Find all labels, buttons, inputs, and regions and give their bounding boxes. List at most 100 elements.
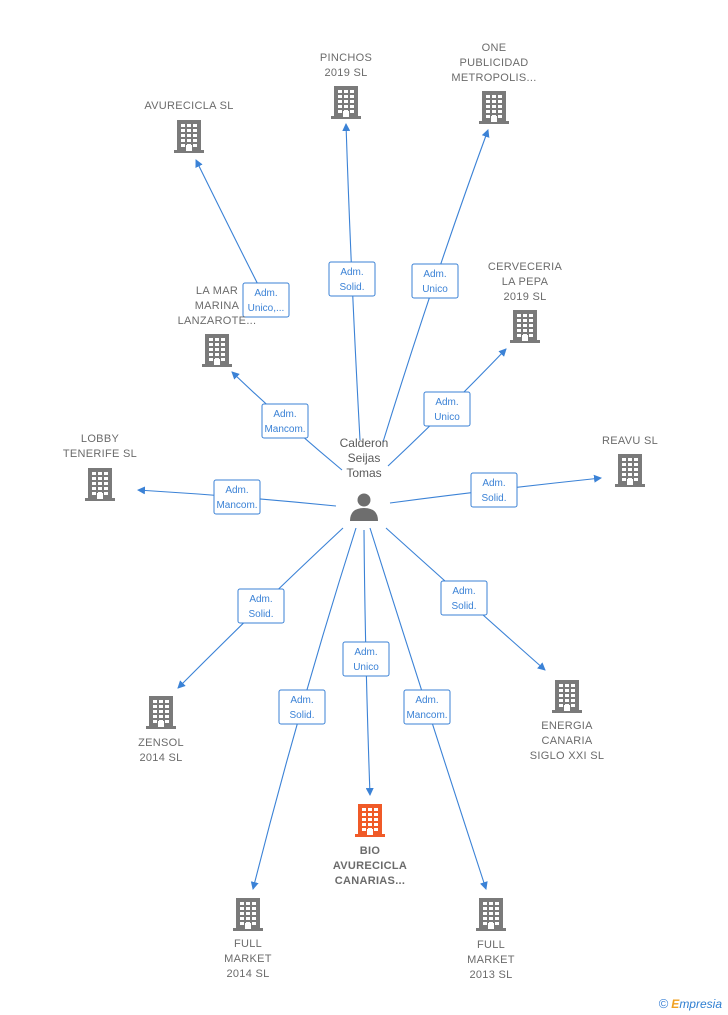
company-name-line: 2019 SL — [503, 291, 546, 303]
building-icon — [174, 120, 204, 153]
company-name-line: LA MAR — [196, 285, 238, 297]
company-name-line: REAVU SL — [602, 435, 658, 447]
relation-label-text: Adm. — [249, 594, 272, 605]
relation-label-box[interactable] — [278, 689, 326, 725]
relation-label-text: Adm. — [452, 586, 475, 597]
company-name-line: FULL — [234, 938, 262, 950]
company-name-line: ONE — [482, 42, 507, 54]
company-name-line: ENERGIA — [541, 720, 593, 732]
relation-edge-lobby[interactable]: Adm. Mancom. — [137, 479, 337, 515]
company-node-bio[interactable]: BIO AVURECICLA CANARIAS... — [333, 804, 407, 887]
relation-edge-cerveceria[interactable]: Adm. Unico — [387, 348, 507, 467]
building-icon — [552, 680, 582, 713]
relation-edge-reavu[interactable]: Adm. Solid. — [389, 472, 602, 508]
person-name-line: Seijas — [348, 451, 381, 465]
relation-edge-lamar[interactable]: Adm.Mancom. — [231, 371, 343, 471]
building-icon — [476, 898, 506, 931]
relation-label-box[interactable] — [261, 403, 309, 439]
building-icon — [510, 310, 540, 343]
company-name-line: 2014 SL — [139, 752, 182, 764]
company-name-line: MARINA — [195, 300, 240, 312]
brand-logo-initial: E — [671, 997, 680, 1011]
relation-label-box[interactable] — [237, 588, 285, 624]
company-name-line: SIGLO XXI SL — [530, 750, 605, 762]
relation-edge-zensol[interactable]: Adm. Solid. — [177, 527, 344, 689]
company-node-pinchos[interactable]: PINCHOS 2019 SL — [320, 52, 372, 119]
relation-label-text: Mancom. — [216, 500, 257, 511]
company-node-fm2014[interactable]: FULL MARKET 2014 SL — [224, 898, 272, 980]
company-name-line: AVURECICLA SL — [144, 100, 233, 112]
relation-edge-energia[interactable]: Adm.Solid. — [385, 527, 546, 671]
building-icon — [615, 454, 645, 487]
relation-label-box[interactable] — [470, 472, 518, 508]
building-icon — [331, 86, 361, 119]
copyright-icon: © — [658, 996, 669, 1011]
company-node-lamar[interactable]: LA MAR MARINA LANZAROTE... — [178, 285, 257, 367]
company-name-line: LOBBY — [81, 433, 120, 445]
relation-label-box[interactable] — [242, 282, 290, 318]
company-node-reavu[interactable]: REAVU SL — [602, 435, 658, 487]
relation-label-box[interactable] — [328, 261, 376, 297]
company-node-avurecicla[interactable]: AVURECICLA SL — [144, 100, 233, 153]
relation-label-box[interactable] — [411, 263, 459, 299]
person-icon — [350, 493, 378, 521]
relation-edge-fm2014[interactable]: Adm. Solid. — [250, 527, 357, 890]
company-name-line: LA PEPA — [502, 276, 549, 288]
company-name-line: 2019 SL — [324, 67, 367, 79]
building-icon — [479, 91, 509, 124]
relation-label-text: Mancom. — [406, 710, 447, 721]
person-name-line: Calderon — [340, 436, 389, 450]
relation-edge-avurecicla[interactable]: Adm.Unico,... — [195, 159, 290, 318]
relation-label-text: Solid. — [339, 282, 364, 293]
relation-label-box[interactable] — [440, 580, 488, 616]
building-icon — [355, 804, 385, 837]
relation-label-box[interactable] — [403, 689, 451, 725]
company-name-line: AVURECICLA — [333, 860, 407, 872]
company-name-line: ZENSOL — [138, 737, 184, 749]
company-name-line: CERVECERIA — [488, 261, 563, 273]
company-name-line: CANARIAS... — [335, 875, 406, 887]
building-icon — [202, 334, 232, 367]
relation-label-text: Adm. — [273, 409, 296, 420]
relation-edge-fm2013[interactable]: Adm. Mancom. — [369, 527, 488, 890]
building-icon — [233, 898, 263, 931]
relation-label-text: Adm. — [435, 397, 458, 408]
company-name-line: LANZAROTE... — [178, 315, 257, 327]
company-name-line: MARKET — [467, 954, 515, 966]
company-name-line: MARKET — [224, 953, 272, 965]
footer-brand: ©Empresia — [659, 996, 722, 1011]
relation-label-box[interactable] — [423, 391, 471, 427]
company-node-cerveceria[interactable]: CERVECERIA LA PEPA 2019 SL — [488, 261, 563, 343]
relation-label-text: Solid. — [289, 710, 314, 721]
relation-label-text: Solid. — [481, 493, 506, 504]
company-name-line: METROPOLIS... — [451, 72, 536, 84]
relation-label-text: Adm. — [415, 695, 438, 706]
relation-label-box[interactable] — [213, 479, 261, 515]
relation-edge-bio[interactable]: Adm.Unico — [342, 529, 390, 796]
company-name-line: 2014 SL — [226, 968, 269, 980]
company-name-line: FULL — [477, 939, 505, 951]
relation-label-text: Unico — [434, 412, 460, 423]
relation-label-box[interactable] — [342, 641, 390, 677]
relation-label-text: Unico,... — [248, 303, 285, 314]
relation-label-text: Adm. — [225, 485, 248, 496]
company-name-line: BIO — [360, 845, 381, 857]
person-name-line: Tomas — [346, 466, 381, 480]
company-node-zensol[interactable]: ZENSOL 2014 SL — [138, 696, 184, 764]
company-node-one[interactable]: ONEPUBLICIDADMETROPOLIS... — [451, 42, 536, 124]
relation-edge-one[interactable]: Adm. Unico — [382, 129, 490, 443]
relation-label-text: Adm. — [354, 647, 377, 658]
edges-layer: Adm.Unico,...Adm.Solid.Adm.UnicoAdm.Manc… — [137, 123, 602, 890]
relation-label-text: Adm. — [482, 478, 505, 489]
relation-label-text: Unico — [422, 284, 448, 295]
building-icon — [146, 696, 176, 729]
company-name-line: PINCHOS — [320, 52, 372, 64]
relation-label-text: Adm. — [423, 269, 446, 280]
relation-label-text: Solid. — [248, 609, 273, 620]
relation-edge-pinchos[interactable]: Adm.Solid. — [328, 123, 376, 441]
